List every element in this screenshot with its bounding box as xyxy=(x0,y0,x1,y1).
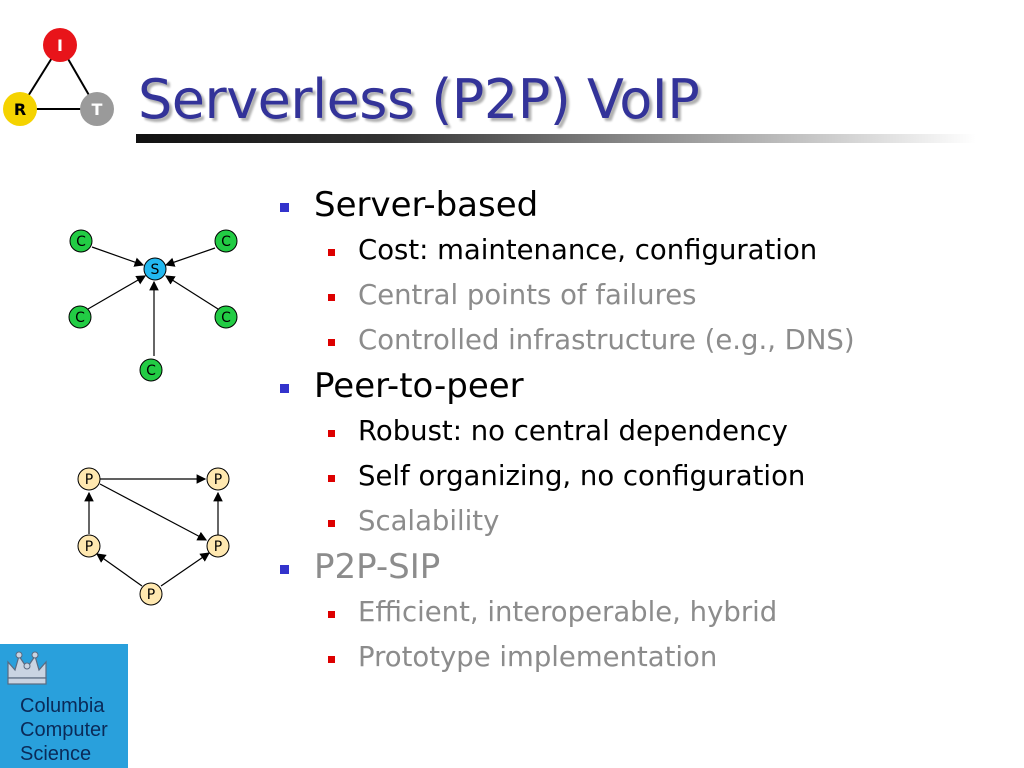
sub-bullet-marker xyxy=(328,611,335,618)
sub-bullet-text: Efficient, interoperable, hybrid xyxy=(358,596,778,628)
sub-bullet-text: Prototype implementation xyxy=(358,641,718,673)
sub-bullet: Prototype implementation xyxy=(276,635,1016,680)
peer-node xyxy=(206,467,230,491)
sub-bullet-marker xyxy=(328,294,335,301)
client-node xyxy=(69,229,93,253)
client-node xyxy=(139,358,163,382)
bullet-list: Server-based Cost: maintenance, configur… xyxy=(276,182,1016,680)
bullet-text: Peer-to-peer xyxy=(314,366,524,406)
client-server-diagram: S C C C C C xyxy=(68,229,238,382)
sub-bullet-text: Scalability xyxy=(358,505,500,537)
client-node xyxy=(68,305,92,329)
logo-label-r: R xyxy=(14,100,26,119)
sub-bullet-text: Robust: no central dependency xyxy=(358,415,788,447)
sub-bullet: Controlled infrastructure (e.g., DNS) xyxy=(276,318,1016,363)
sub-bullet-text: Self organizing, no configuration xyxy=(358,460,806,492)
sub-bullet-text: Cost: maintenance, configuration xyxy=(358,234,818,266)
client-node-label: C xyxy=(75,310,85,326)
client-node xyxy=(214,229,238,253)
columbia-logo-text: Columbia Computer Science xyxy=(20,694,108,766)
sub-bullet-marker xyxy=(328,475,335,482)
bullet-text: P2P-SIP xyxy=(314,547,441,587)
client-node-label: C xyxy=(146,363,156,379)
server-node-label: S xyxy=(151,262,160,278)
edge-p5-p4 xyxy=(160,552,210,587)
bullet-marker xyxy=(280,384,289,393)
sub-bullet-marker xyxy=(328,430,335,437)
logo-label-i: I xyxy=(57,36,63,55)
peer-node xyxy=(77,534,101,558)
logo-line: Science xyxy=(20,743,92,765)
bullet-server-based: Server-based xyxy=(276,182,1016,228)
bullet-marker xyxy=(280,203,289,212)
crown-icon xyxy=(7,651,47,685)
edge-p1-p4 xyxy=(99,483,208,541)
edge-c4-s xyxy=(164,275,219,310)
bullet-text: Server-based xyxy=(314,185,539,225)
peer-node-label: P xyxy=(85,472,93,488)
logo-node-r xyxy=(3,92,37,126)
edge-c1-s xyxy=(91,246,145,267)
peer-node xyxy=(139,582,163,606)
sub-bullet: Central points of failures xyxy=(276,273,1016,318)
logo-node-t xyxy=(80,92,114,126)
sub-bullet-marker xyxy=(328,520,335,527)
peer-node xyxy=(77,467,101,491)
sub-bullet-marker xyxy=(328,656,335,663)
sub-bullet: Robust: no central dependency xyxy=(276,409,1016,454)
edge-p5-p3 xyxy=(96,553,143,587)
client-node-label: C xyxy=(76,234,86,250)
title-underline xyxy=(136,134,976,143)
logo-label-t: T xyxy=(92,100,103,119)
peer-node-label: P xyxy=(214,472,222,488)
bullet-p2p-sip: P2P-SIP xyxy=(276,544,1016,590)
peer-node xyxy=(206,534,230,558)
client-node-label: C xyxy=(221,234,231,250)
client-node xyxy=(214,305,238,329)
sub-bullet: Efficient, interoperable, hybrid xyxy=(276,590,1016,635)
sub-bullet-marker xyxy=(328,339,335,346)
logo-node-i xyxy=(43,28,77,62)
slide-title: Serverless (P2P) VoIP xyxy=(138,68,700,131)
logo-line: Columbia xyxy=(20,695,105,717)
logo-line: Computer xyxy=(20,719,108,741)
p2p-diagram: P P P P P xyxy=(77,467,230,606)
server-node xyxy=(143,257,167,281)
client-node-label: C xyxy=(221,310,231,326)
irt-logo: I R T xyxy=(3,28,114,126)
columbia-logo: Columbia Computer Science xyxy=(0,644,128,768)
peer-node-label: P xyxy=(85,539,93,555)
bullet-marker xyxy=(280,565,289,574)
peer-node-label: P xyxy=(214,539,222,555)
sub-bullet-text: Central points of failures xyxy=(358,279,697,311)
sub-bullet-marker xyxy=(328,249,335,256)
edge-c3-s xyxy=(87,275,147,310)
sub-bullet: Cost: maintenance, configuration xyxy=(276,228,1016,273)
sub-bullet: Scalability xyxy=(276,499,1016,544)
edge-c2-s xyxy=(164,247,216,267)
peer-node-label: P xyxy=(147,587,155,603)
bullet-peer-to-peer: Peer-to-peer xyxy=(276,363,1016,409)
sub-bullet: Self organizing, no configuration xyxy=(276,454,1016,499)
sub-bullet-text: Controlled infrastructure (e.g., DNS) xyxy=(358,324,855,356)
